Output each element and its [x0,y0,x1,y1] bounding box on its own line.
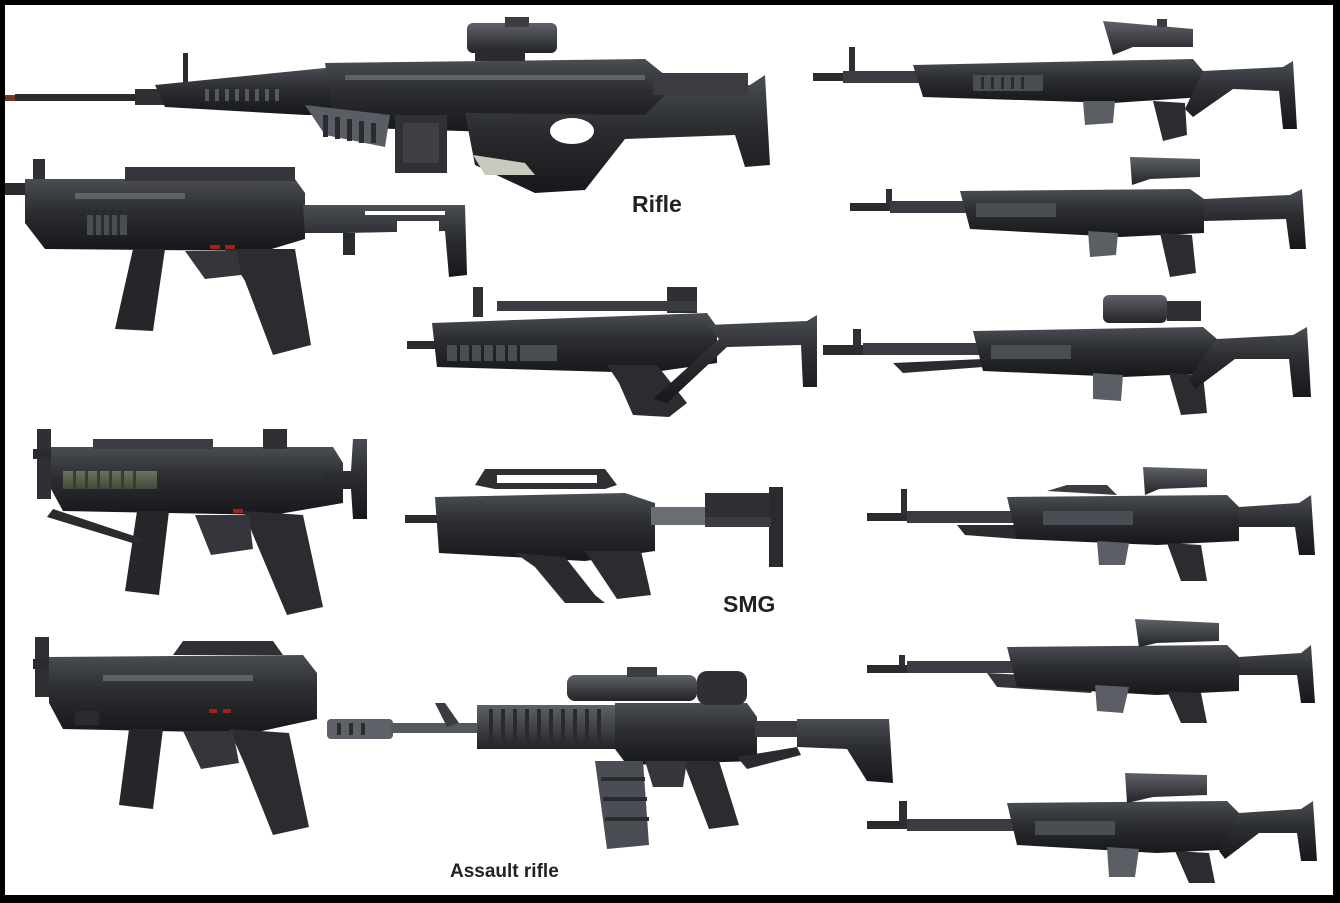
rifle-right-3 [823,295,1311,415]
smg-olive-rail [33,429,367,615]
label-assault-rifle: Assault rifle [450,861,559,882]
rifle-right-4 [867,467,1315,581]
assault-rifle-m4 [327,667,893,849]
smg-bullpup-center [405,469,783,603]
label-rifle: Rifle [632,191,682,217]
rifle-sniper-top [5,17,770,193]
label-smg: SMG [723,591,776,617]
smg-folding-stock [5,159,467,355]
pdw-center-top [407,287,817,417]
rifle-right-5 [867,619,1315,723]
smg-compact-bottom [33,637,317,835]
rifle-right-2 [850,157,1306,277]
weapon-canvas: Rifle SMG Assault rifle [5,5,1333,895]
rifle-right-1 [813,19,1297,141]
rifle-right-6 [867,773,1317,883]
